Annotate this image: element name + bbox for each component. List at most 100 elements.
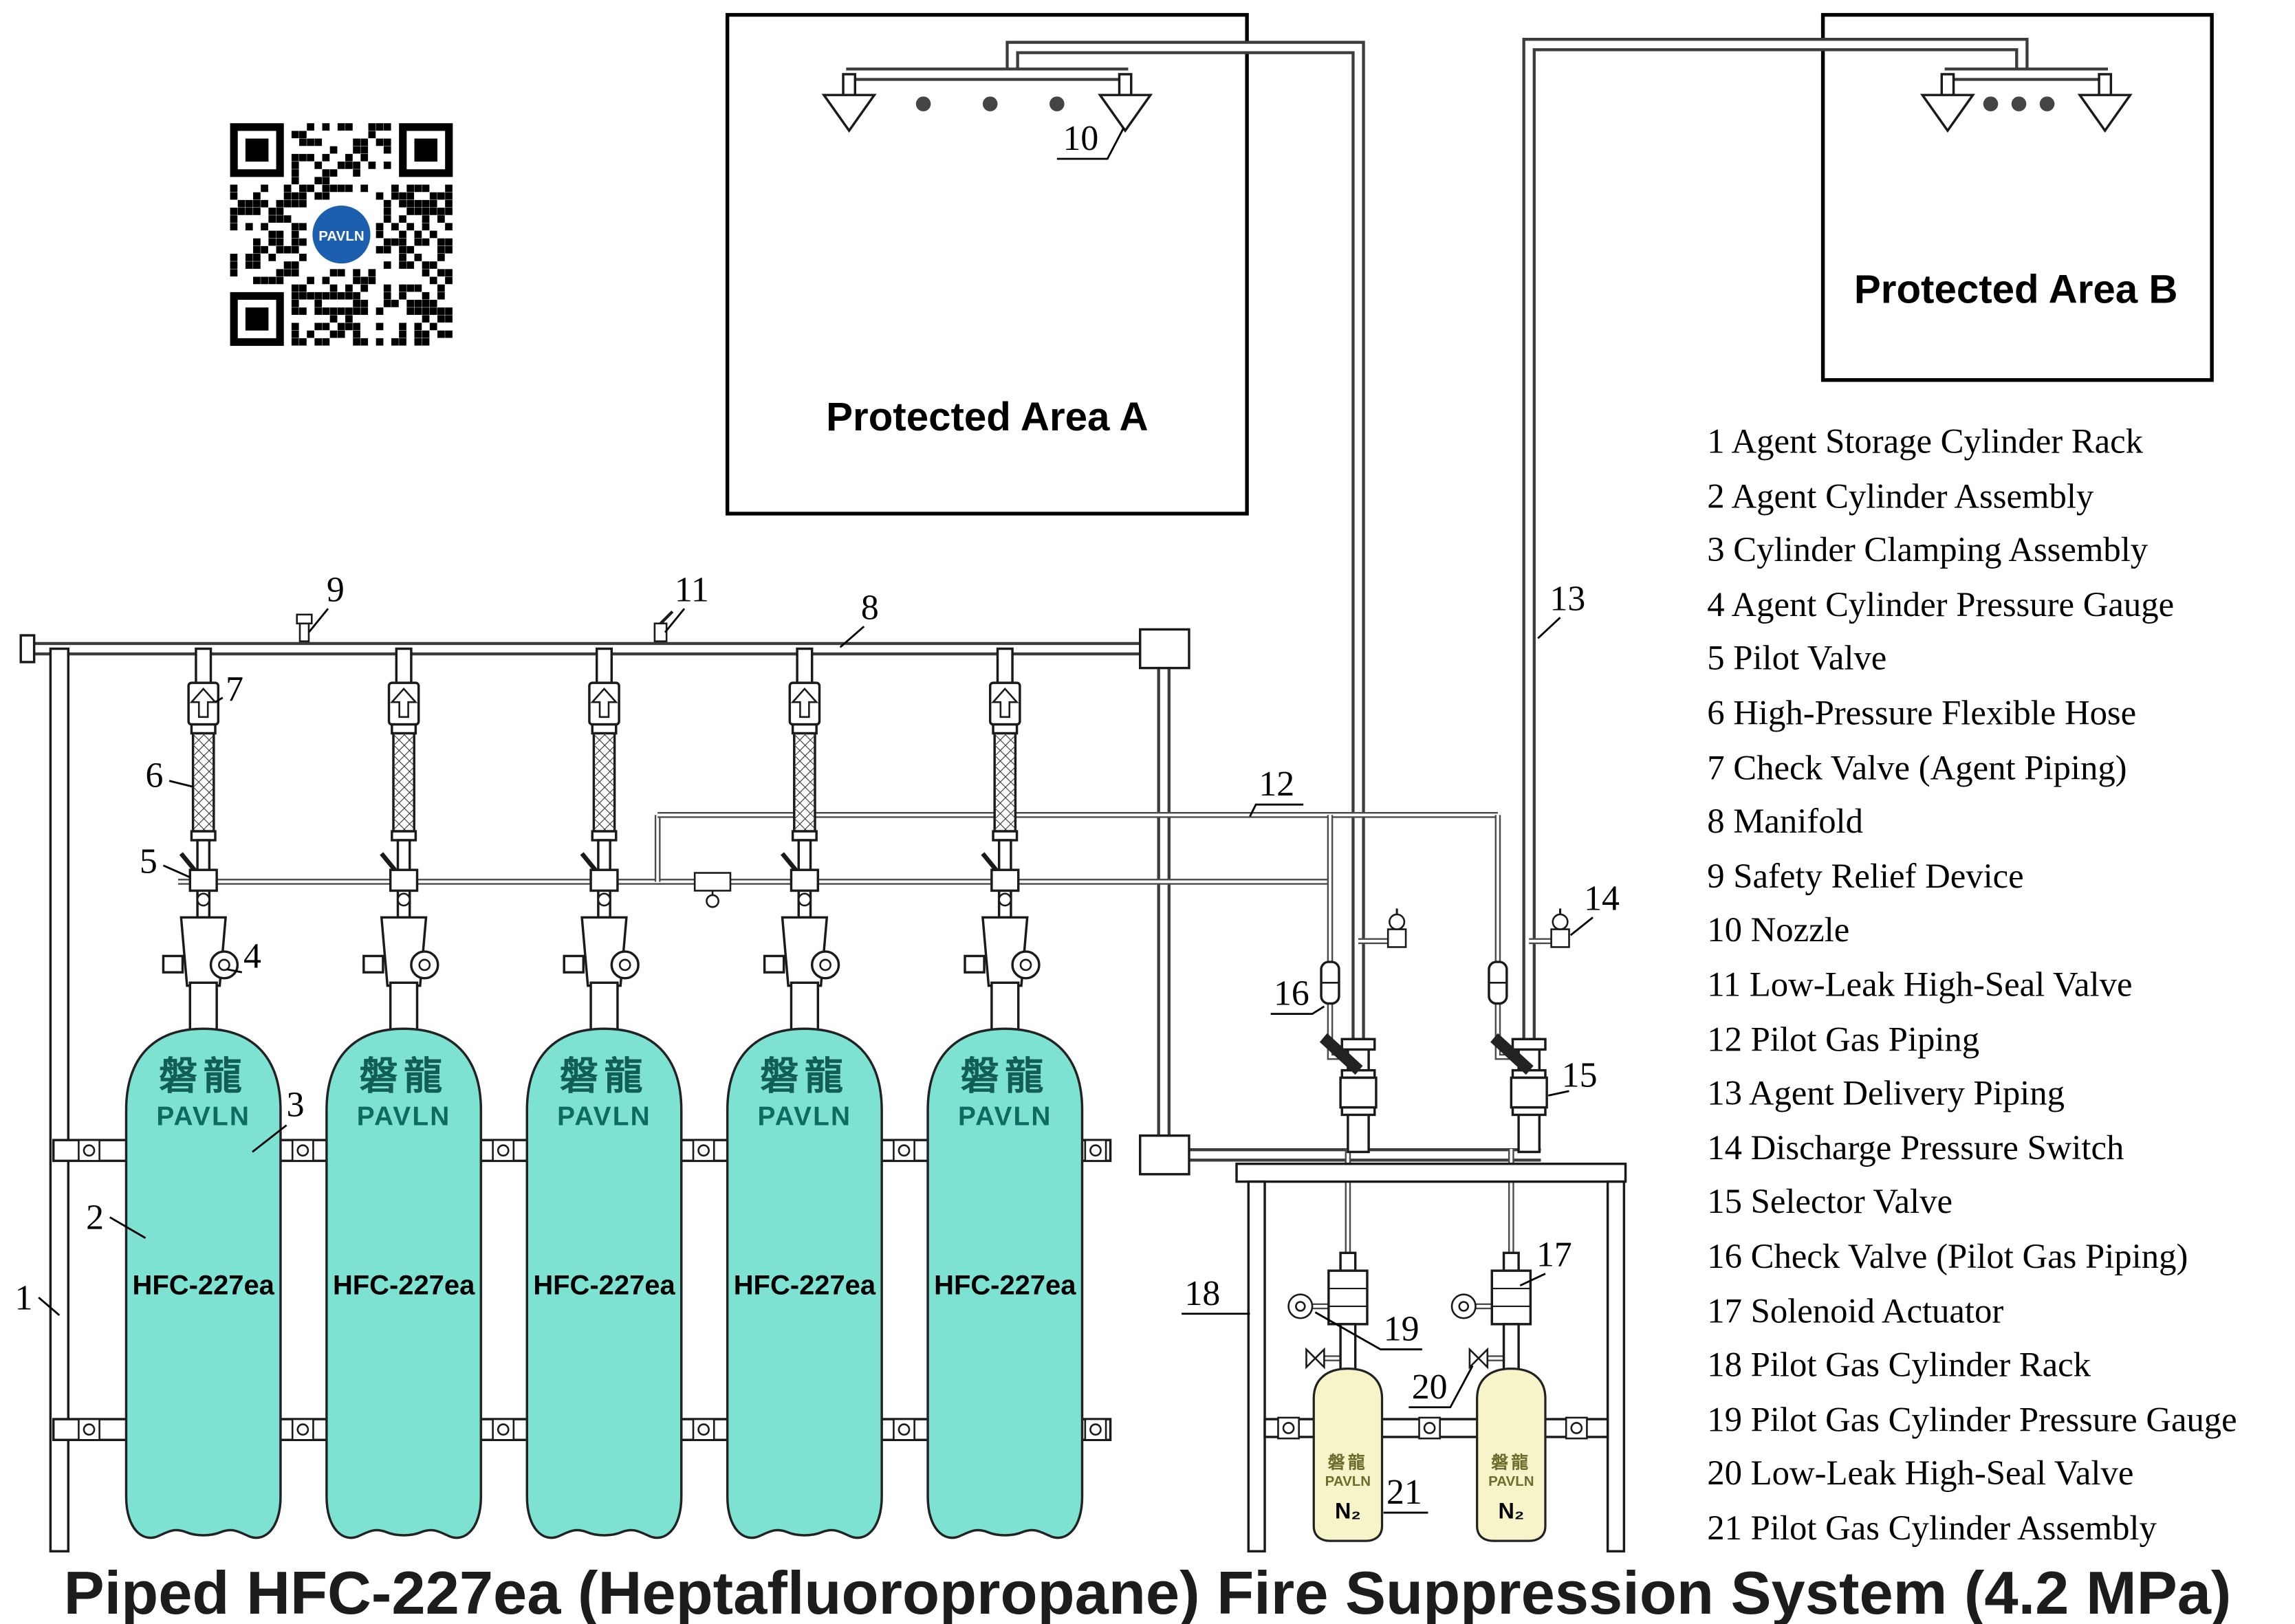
callout-2: 2 bbox=[86, 1198, 146, 1239]
nozzle-continuation-dot bbox=[2011, 96, 2027, 111]
callout-14: 14 bbox=[1569, 879, 1620, 936]
qr-logo-text: PAVLN bbox=[318, 228, 364, 244]
nozzle-continuation-dot bbox=[1983, 96, 1999, 111]
svg-text:21: 21 bbox=[1386, 1473, 1422, 1512]
legend-item-10: 10 Nozzle bbox=[1707, 910, 1849, 949]
svg-text:5: 5 bbox=[140, 842, 157, 881]
svg-text:4: 4 bbox=[243, 937, 261, 976]
solenoid-actuator-a-icon bbox=[1327, 1251, 1369, 1326]
legend-item-4: 4 Agent Cylinder Pressure Gauge bbox=[1707, 585, 2174, 624]
nozzle-continuation-dot bbox=[982, 96, 998, 111]
pilot-check-valve-a-icon bbox=[1320, 961, 1340, 1005]
agent-cylinder-5 bbox=[928, 649, 1082, 1538]
callout-15: 15 bbox=[1547, 1055, 1598, 1097]
legend-item-13: 13 Agent Delivery Piping bbox=[1707, 1073, 2065, 1112]
pilot-pressure-gauge-a-icon bbox=[1287, 1293, 1314, 1319]
solenoid-actuator-b-icon bbox=[1490, 1251, 1532, 1326]
safety-relief-device-icon bbox=[296, 613, 313, 643]
pilot-gas-cylinder-rack bbox=[1235, 1162, 1627, 1552]
callout-16: 16 bbox=[1270, 974, 1325, 1016]
callout-17: 17 bbox=[1519, 1236, 1572, 1287]
legend-item-6: 6 High-Pressure Flexible Hose bbox=[1707, 694, 2136, 732]
legend: 1 Agent Storage Cylinder Rack 2 Agent Cy… bbox=[1707, 422, 2237, 1547]
diagram-title: Piped HFC-227ea (Heptafluoropropane) Fir… bbox=[64, 1559, 2232, 1624]
svg-text:13: 13 bbox=[1549, 579, 1585, 618]
pilot-check-valve-b-icon bbox=[1488, 961, 1508, 1005]
legend-item-14: 14 Discharge Pressure Switch bbox=[1707, 1128, 2124, 1167]
qr-code: PAVLN bbox=[222, 116, 461, 353]
discharge-pressure-switch-a-icon bbox=[1386, 907, 1407, 948]
callout-5: 5 bbox=[140, 842, 191, 881]
callout-4: 4 bbox=[226, 937, 261, 976]
callout-18: 18 bbox=[1182, 1274, 1250, 1315]
protected-area-b-label: Protected Area B bbox=[1854, 267, 2178, 311]
svg-text:1: 1 bbox=[15, 1278, 33, 1317]
legend-item-2: 2 Agent Cylinder Assembly bbox=[1707, 476, 2094, 515]
svg-text:8: 8 bbox=[861, 588, 879, 627]
legend-item-20: 20 Low-Leak High-Seal Valve bbox=[1707, 1453, 2133, 1492]
agent-delivery-piping-a bbox=[846, 41, 1365, 1042]
legend-item-21: 21 Pilot Gas Cylinder Assembly bbox=[1707, 1508, 2157, 1547]
callout-21: 21 bbox=[1383, 1473, 1428, 1514]
legend-item-15: 15 Selector Valve bbox=[1707, 1182, 1953, 1220]
legend-item-16: 16 Check Valve (Pilot Gas Piping) bbox=[1707, 1237, 2188, 1275]
pilot-low-leak-valve-b-icon bbox=[1468, 1348, 1489, 1368]
legend-item-9: 9 Safety Relief Device bbox=[1707, 857, 2023, 895]
nozzles-area-b bbox=[1921, 73, 2132, 132]
nozzle-continuation-dot bbox=[915, 96, 931, 111]
legend-item-3: 3 Cylinder Clamping Assembly bbox=[1707, 530, 2149, 569]
callout-8: 8 bbox=[839, 588, 879, 648]
pipe-fittings bbox=[19, 628, 1190, 1176]
legend-item-12: 12 Pilot Gas Piping bbox=[1707, 1020, 1979, 1059]
svg-text:2: 2 bbox=[86, 1198, 104, 1238]
svg-text:14: 14 bbox=[1584, 879, 1620, 918]
nozzle-continuation-dot bbox=[2039, 96, 2055, 111]
legend-item-1: 1 Agent Storage Cylinder Rack bbox=[1707, 422, 2143, 461]
callout-13: 13 bbox=[1537, 579, 1585, 639]
nozzles-area-a bbox=[823, 73, 1152, 132]
legend-item-18: 18 Pilot Gas Cylinder Rack bbox=[1707, 1345, 2091, 1383]
callout-1: 1 bbox=[15, 1278, 61, 1317]
svg-text:7: 7 bbox=[226, 670, 243, 709]
svg-text:12: 12 bbox=[1259, 765, 1294, 804]
legend-item-7: 7 Check Valve (Agent Piping) bbox=[1707, 748, 2127, 787]
svg-text:18: 18 bbox=[1184, 1274, 1220, 1313]
callout-19: 19 bbox=[1314, 1310, 1422, 1350]
legend-item-17: 17 Solenoid Actuator bbox=[1707, 1292, 2003, 1330]
callout-20: 20 bbox=[1408, 1365, 1474, 1409]
callout-9: 9 bbox=[307, 570, 345, 633]
legend-item-5: 5 Pilot Valve bbox=[1707, 639, 1886, 677]
protected-area-a: Protected Area A bbox=[725, 12, 1249, 516]
legend-item-8: 8 Manifold bbox=[1707, 802, 1863, 840]
svg-text:3: 3 bbox=[287, 1086, 305, 1125]
agent-cylinder-3 bbox=[527, 649, 681, 1538]
pilot-low-leak-valve-a-icon bbox=[1305, 1348, 1325, 1368]
legend-item-11: 11 Low-Leak High-Seal Valve bbox=[1707, 965, 2132, 1004]
agent-cylinder-4 bbox=[728, 649, 882, 1538]
callout-12: 12 bbox=[1249, 765, 1304, 818]
callouts: 1 2 3 4 5 6 7 8 9 10 11 12 13 14 15 16 1… bbox=[15, 119, 1620, 1514]
agent-delivery-piping-b bbox=[1522, 38, 2109, 1042]
protected-area-a-label: Protected Area A bbox=[826, 395, 1148, 439]
svg-text:6: 6 bbox=[146, 756, 164, 795]
qr-logo-badge bbox=[307, 201, 376, 268]
inline-pilot-fitting bbox=[693, 872, 732, 908]
discharge-pressure-switch-b-icon bbox=[1550, 907, 1571, 948]
svg-text:10: 10 bbox=[1063, 119, 1098, 158]
nozzle-continuation-dot bbox=[1049, 96, 1065, 111]
legend-item-19: 19 Pilot Gas Cylinder Pressure Gauge bbox=[1707, 1400, 2237, 1438]
svg-text:11: 11 bbox=[675, 570, 709, 609]
callout-11: 11 bbox=[664, 570, 709, 633]
svg-text:16: 16 bbox=[1274, 974, 1309, 1013]
pilot-pressure-gauge-b-icon bbox=[1450, 1293, 1477, 1319]
svg-text:9: 9 bbox=[327, 570, 345, 609]
callout-10: 10 bbox=[1056, 119, 1125, 160]
svg-text:20: 20 bbox=[1412, 1368, 1448, 1407]
svg-text:15: 15 bbox=[1562, 1055, 1598, 1095]
agent-cylinder-2 bbox=[327, 649, 481, 1538]
callout-3: 3 bbox=[252, 1086, 305, 1153]
svg-text:19: 19 bbox=[1384, 1310, 1420, 1349]
callout-6: 6 bbox=[146, 756, 193, 795]
